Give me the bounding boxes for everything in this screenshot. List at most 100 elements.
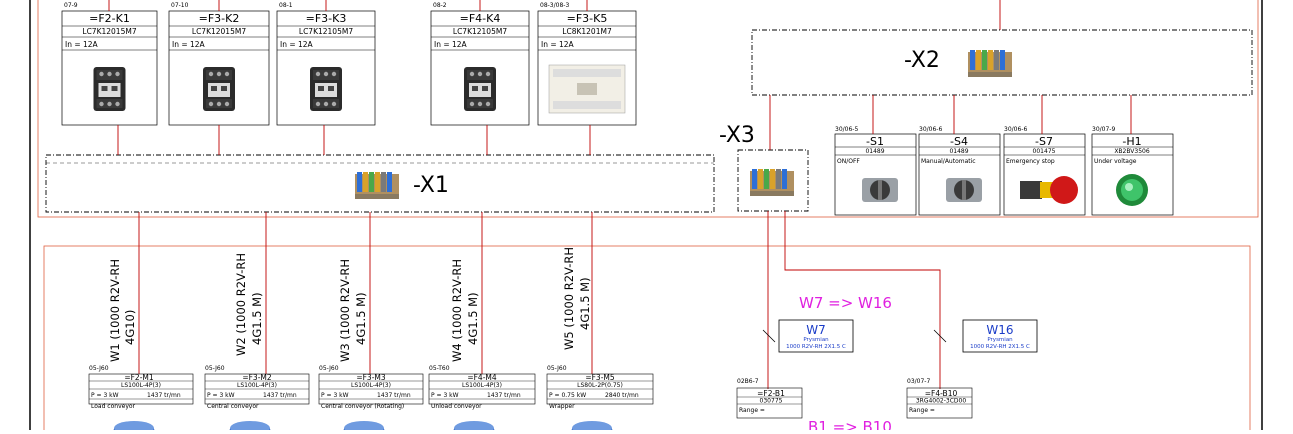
contactor-icon — [203, 67, 235, 111]
motor-speed: 1437 tr/mn — [377, 392, 411, 399]
motor-m1[interactable]: 05-J60 =F2-M1 LS100L-4P(3) P = 3 kW 1437… — [88, 365, 194, 434]
cable-label: 4G1.5 M) — [466, 292, 480, 345]
switch-s7[interactable]: 30/06-6 -S7 001475 Emergency stop — [1003, 126, 1086, 216]
cable-labels: W1 (1000 R2V-RH 4G10) W2 (1000 R2V-RH 4G… — [108, 247, 592, 362]
contactor-rating: In = 12A — [280, 40, 314, 49]
terminal-block-x1[interactable]: -X1 — [45, 154, 715, 213]
motor-page-ref: 05-J60 — [547, 365, 567, 372]
contactor-tag: =F3-K3 — [306, 12, 347, 25]
switch-page-ref: 30/06-6 — [1004, 126, 1027, 133]
contactor-tag: =F3-K2 — [199, 12, 240, 25]
terminal-icon — [968, 50, 1012, 77]
contactor-tag: =F4-K4 — [460, 12, 501, 25]
contactor-ref: LC7K12105M7 — [453, 27, 507, 36]
switch-ref: 01489 — [865, 148, 884, 155]
terminal-icon — [750, 169, 794, 196]
contactor-k4[interactable]: 08-2 =F4-K4 LC7K12105M7 In = 12A — [430, 2, 530, 126]
sensor-range: Range = — [739, 407, 765, 414]
motor-icon — [568, 421, 616, 434]
motor-speed: 1437 tr/mn — [487, 392, 521, 399]
terminal-block-x2[interactable]: -X2 — [751, 29, 1253, 96]
switch-s4[interactable]: 30/06-6 -S4 01489 Manual/Automatic — [918, 126, 1001, 216]
motor-speed: 1437 tr/mn — [263, 392, 297, 399]
motor-m4[interactable]: 05-T60 =F4-M4 LS100L-4P(3) P = 3 kW 1437… — [428, 365, 536, 434]
motor-power: P = 3 kW — [321, 392, 349, 399]
motor-power: P = 3 kW — [431, 392, 459, 399]
sensor-ref: 030775 — [760, 398, 783, 405]
contactor-group: 07-9 =F2-K1 LC7K12015M7 In = 12A 07-10 =… — [61, 2, 637, 126]
contactor-rating: In = 12A — [65, 40, 99, 49]
sensor-feed-wires — [767, 211, 941, 389]
sensor-page-ref: 03/07-7 — [907, 378, 930, 385]
relay-icon — [548, 64, 626, 114]
switch-tag: -S1 — [866, 135, 884, 148]
contactor-k5[interactable]: 08-3/08-3 =F3-K5 LC8K1201M7 In = 12A — [537, 2, 637, 126]
switch-h1[interactable]: 30/07-9 -H1 XB2BV3506 Under voltage — [1091, 126, 1174, 216]
motor-group: 05-J60 =F2-M1 LS100L-4P(3) P = 3 kW 1437… — [88, 365, 654, 434]
contactor-k3[interactable]: 08-1 =F3-K3 LC7K12105M7 In = 12A — [276, 2, 376, 126]
motor-m5[interactable]: 05-J60 =F3-M5 LS80L-2P(0.75) P = 0.75 kW… — [546, 365, 654, 434]
contactor-k2[interactable]: 07-10 =F3-K2 LC7K12015M7 In = 12A — [168, 2, 270, 126]
contactor-rating: In = 12A — [172, 40, 206, 49]
motor-icon — [340, 421, 388, 434]
motor-ref: LS100L-4P(3) — [462, 382, 502, 389]
cable-range-label: W7 => W16 — [799, 294, 892, 312]
contactor-page-ref: 08-3/08-3 — [540, 2, 569, 9]
cable-tag-label: W7 — [806, 323, 826, 337]
cable-label: W3 (1000 R2V-RH — [338, 259, 352, 362]
sensor-b1[interactable]: 02B6-7 =F2-B1 030775 Range = — [736, 378, 803, 419]
motor-tag: =F3-M2 — [242, 373, 272, 382]
terminal-label: -X1 — [413, 173, 449, 198]
motor-icon — [110, 421, 158, 434]
motor-power: P = 3 kW — [91, 392, 119, 399]
contactor-tag: =F3-K5 — [567, 12, 608, 25]
cable-tag-w16[interactable]: W16 Prysmian 1000 R2V-RH 2X1.5 C — [933, 319, 1038, 353]
switch-desc: Manual/Automatic — [921, 158, 976, 165]
motor-page-ref: 05-J60 — [319, 365, 339, 372]
sensor-range-label: B1 => B10 — [808, 418, 892, 430]
motor-feed-wires — [138, 212, 593, 374]
sensor-b10[interactable]: 03/07-7 =F4-B10 3RG4002-3CD00 Range = — [906, 378, 973, 419]
motor-icon — [450, 421, 498, 434]
contactor-icon — [464, 67, 496, 111]
sensor-ref: 3RG4002-3CD00 — [916, 398, 967, 405]
contactor-output-wires — [117, 125, 591, 155]
cable-tag-label: W16 — [986, 323, 1013, 337]
motor-desc: Wrapper — [549, 403, 575, 410]
pilot-light-icon — [1116, 174, 1148, 206]
motor-tag: =F3-M3 — [356, 373, 386, 382]
motor-m3[interactable]: 05-J60 =F3-M3 LS100L-4P(3) P = 3 kW 1437… — [318, 365, 424, 434]
cable-label: 4G10) — [123, 310, 137, 345]
motor-desc: Central conveyor — [207, 403, 259, 410]
cable-label: W2 (1000 R2V-RH — [234, 253, 248, 356]
cable-tag-maker: Prysmian — [803, 337, 829, 343]
switch-s1[interactable]: 30/06-5 -S1 01489 ON/OFF — [834, 126, 917, 216]
selector-switch-icon — [862, 178, 898, 202]
motor-ref: LS80L-2P(0.75) — [577, 382, 623, 389]
cable-tag-spec: 1000 R2V-RH 2X1.5 C — [970, 344, 1030, 350]
switch-tag: -S4 — [950, 135, 968, 148]
terminal-icon — [355, 172, 399, 199]
motor-power: P = 3 kW — [207, 392, 235, 399]
switch-tag: -S7 — [1035, 135, 1053, 148]
field-devices-frame — [43, 245, 1251, 434]
switch-desc: ON/OFF — [837, 158, 860, 165]
upper-cabinet-frame — [37, 0, 1259, 218]
cable-label: 4G1.5 M) — [578, 277, 592, 330]
switch-ref: 001475 — [1033, 148, 1056, 155]
motor-power: P = 0.75 kW — [549, 392, 586, 399]
contactor-k1[interactable]: 07-9 =F2-K1 LC7K12015M7 In = 12A — [61, 2, 158, 126]
switch-page-ref: 30/07-9 — [1092, 126, 1115, 133]
sensor-tag: =F2-B1 — [757, 389, 785, 398]
terminal-block-x3[interactable]: -X3 — [719, 123, 809, 212]
motor-m2[interactable]: 05-J60 =F3-M2 LS100L-4P(3) P = 3 kW 1437… — [204, 365, 310, 434]
motor-tag: =F2-M1 — [124, 373, 154, 382]
contactor-rating: In = 12A — [541, 40, 575, 49]
contactor-feed-wires — [108, 0, 1001, 30]
motor-desc: Load conveyor — [91, 403, 136, 410]
sensor-range: Range = — [909, 407, 935, 414]
cable-tag-w7[interactable]: W7 Prysmian 1000 R2V-RH 2X1.5 C — [762, 319, 854, 353]
cable-tag-maker: Prysmian — [987, 337, 1013, 343]
contactor-icon — [93, 67, 126, 111]
